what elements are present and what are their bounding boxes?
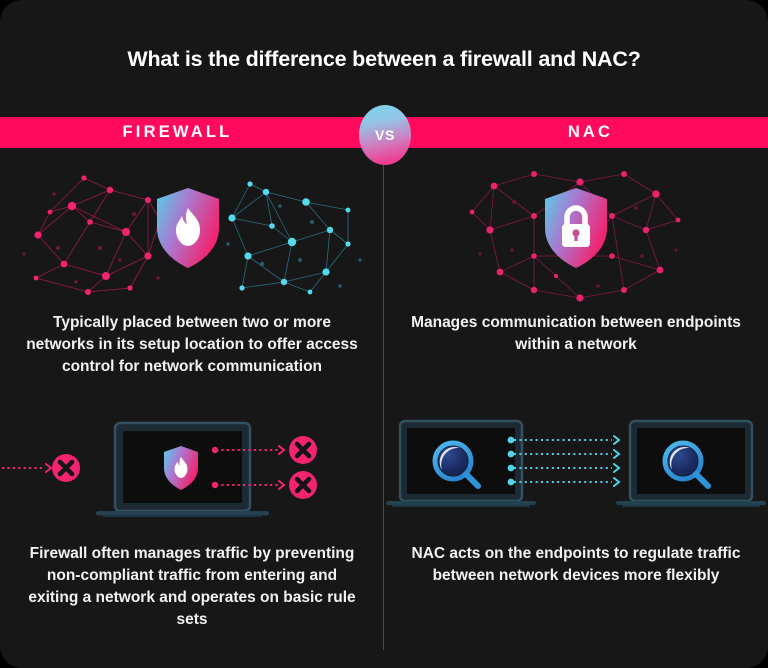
column-nac: Manages communication between endpoints … xyxy=(384,160,768,660)
nac-connections xyxy=(514,439,612,483)
magnifier-icon xyxy=(662,440,711,489)
firewall-top-caption: Typically placed between two or more net… xyxy=(26,314,358,375)
traffic-arrows xyxy=(2,449,278,486)
firewall-bottom-caption: Firewall often manages traffic by preven… xyxy=(28,545,356,628)
firewall-network-graphic xyxy=(0,160,384,305)
flame-shield-icon-small xyxy=(164,446,198,490)
column-divider xyxy=(383,161,384,650)
nac-connection-arrows xyxy=(613,435,621,487)
right-mesh-dim-nodes xyxy=(226,204,362,288)
vs-badge-label: VS xyxy=(375,127,395,143)
nac-connection-dots xyxy=(507,436,515,486)
x-circle-icon-group xyxy=(52,436,317,499)
firewall-laptop-graphic xyxy=(0,410,384,530)
arrow-heads xyxy=(45,445,286,490)
x-circle-icon xyxy=(289,436,317,464)
banner-label-firewall: FIREWALL xyxy=(122,123,233,141)
right-mesh-nodes xyxy=(228,181,351,295)
nac-network-graphic xyxy=(384,160,768,305)
flame-shield-icon xyxy=(157,188,219,268)
x-circle-icon xyxy=(289,471,317,499)
lock-shield-icon xyxy=(545,188,607,268)
traffic-origin-dots xyxy=(211,446,219,489)
banner-label-nac: NAC xyxy=(567,123,614,141)
page-title: What is the difference between a firewal… xyxy=(127,47,641,71)
right-mesh-links xyxy=(231,183,349,293)
magnifier-icon xyxy=(432,440,481,489)
left-mesh-dim-nodes xyxy=(22,192,160,284)
x-circle-icon xyxy=(52,454,80,482)
nac-top-caption: Manages communication between endpoints … xyxy=(411,314,741,353)
left-mesh-links xyxy=(35,177,161,293)
vs-badge: VS xyxy=(359,105,411,165)
left-mesh-nodes xyxy=(33,175,163,295)
nac-laptops-graphic xyxy=(384,410,768,530)
column-firewall: Typically placed between two or more net… xyxy=(0,160,384,660)
nac-bottom-caption: NAC acts on the endpoints to regulate tr… xyxy=(411,545,741,584)
nac-mesh-nodes xyxy=(469,171,681,302)
